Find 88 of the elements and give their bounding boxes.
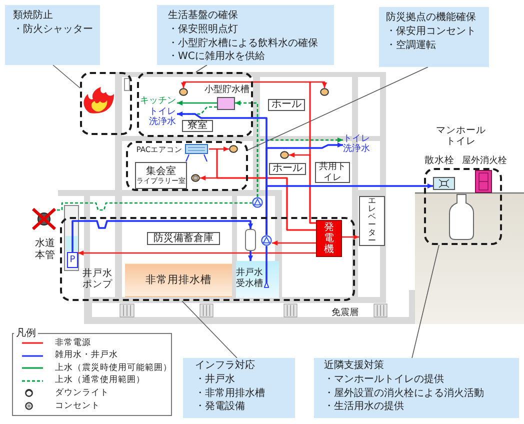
arrow [289,152,316,224]
pump-icon [261,235,272,246]
callout-box [5,5,100,65]
dashed-boundary [80,72,132,135]
callout-box [157,5,334,65]
downlight-icon [179,88,188,96]
callout-box [379,7,489,67]
symbol-label: 水道本管 [34,238,56,262]
valve-icon [433,177,455,190]
callout-item: ・生活用水の提供 [324,400,404,414]
callout-box [183,358,295,418]
water-tank [217,97,235,110]
tank-label: 井戸水受水槽 [236,268,264,290]
leader-line [52,64,80,88]
fixture-label: トイレ洗浄水 [343,134,371,154]
elevator-box: エレベーター [359,196,385,246]
arrow [256,138,343,197]
dashed-boundary [424,168,502,245]
arrow [200,176,316,231]
legend-label: 雑用水・井戸水 [55,349,118,362]
room-label: 集会室 [146,166,176,177]
generator-box: 発電機 [316,220,342,257]
room-box [135,162,187,189]
fixture-label: キッチン [140,96,177,106]
downlight-icon [320,88,329,96]
legend-label: コンセント [55,400,100,412]
callout-heading: 生活基盤の確保 [168,9,238,23]
callout-item: ・保安用コンセント [386,24,476,39]
arrow [342,234,359,240]
legend-label: 非常電源 [55,336,91,350]
symbol-label: 屋外消火栓 [461,156,508,167]
symbol-label: 小型貯水槽 [204,85,250,96]
callout-heading: 防災拠点の機能確保 [386,11,476,25]
leader-line [182,300,238,358]
arrow [248,251,253,261]
leader-line [412,244,440,358]
callout-heading: 近隣支援対策 [324,359,384,373]
callout-item: ・空調運転 [386,38,436,52]
dashed-boundary [137,72,253,137]
leader-line [196,64,208,72]
legend-label: 上水（通常使用範囲） [55,374,145,388]
room-box: 共用トイレ [315,162,350,183]
callout-item: ・WCに雑用水を供給 [168,50,265,64]
outlet-icon [191,174,200,182]
dashed-boundary [126,141,248,191]
manhole-shaft [449,194,474,240]
tank-area: 非常用排水槽 [125,263,232,297]
arrow [266,184,433,235]
fixture-label: トイレ洗浄水 [149,106,177,128]
room-box: ホール [269,163,306,175]
room-box: 防災備蓄倉庫 [147,232,220,245]
downlight-icon [280,151,289,159]
symbol-label: 散水栓 [424,155,455,166]
arrow [78,250,316,256]
layer-label: 免震層 [330,307,360,319]
callout-box [314,358,519,418]
tank-area [236,261,279,298]
callout-heading: インフラ対応 [195,359,255,373]
air-conditioner-icon [184,144,209,162]
callout-item: ・屋外設置の消火栓による消火活動 [324,386,484,400]
arrow [177,100,217,106]
pump-icon [252,197,263,208]
symbol-label: 井戸水ポンプ [82,268,113,291]
crossed-pipe-icon [31,206,57,232]
pump-box: P [67,252,78,268]
callout-item: ・非常用排水槽 [195,386,265,400]
cylinder-tank [245,229,256,251]
connector-line [266,246,268,261]
downlight-icon [229,145,238,153]
arrow [72,220,253,252]
callout-item: ・小型貯水槽による飲料水の確保 [168,36,318,50]
room-box: ホール [268,99,305,111]
room-box: 寮室 [182,120,213,132]
callout-item: ・保安照明点灯 [168,22,238,37]
callout-item: ・井戸水 [195,372,235,387]
legend-label: ダウンライト [55,386,109,400]
legend-label: 上水（震災時使用可能範囲） [55,362,172,375]
connector-line [57,202,252,211]
callout-item: ・防火シャッター [13,22,93,37]
callout-item: ・発電設備 [195,400,245,414]
symbol-label: マンホールトイレ [436,125,486,149]
callout-heading: 類焼防止 [13,9,53,23]
arrow [272,240,316,246]
legend-title: 凡例 [14,327,38,340]
dashed-boundary [60,217,355,301]
hydrant-box [475,170,492,193]
callout-item: ・マンホールトイレの提供 [324,372,444,387]
leader-line [248,66,428,150]
